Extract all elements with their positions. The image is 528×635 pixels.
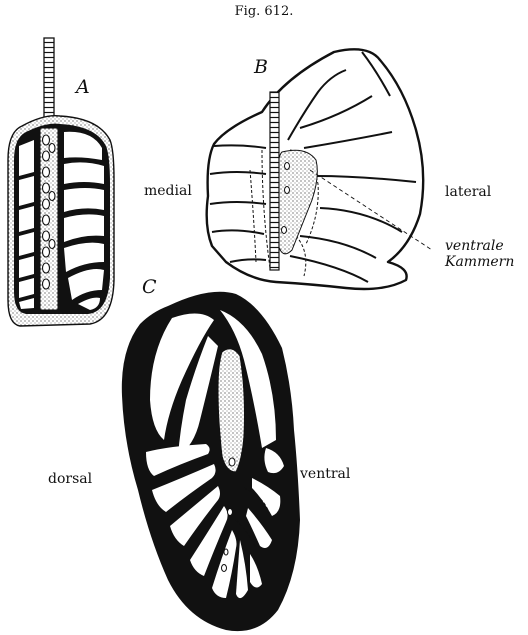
panel-c-letter: C: [142, 276, 157, 298]
panel-b-bronchus: [270, 92, 279, 270]
panel-a-letter: A: [76, 76, 90, 98]
panel-a-bronchus: [44, 38, 54, 126]
panel-b-annotation-line1: ventrale: [445, 238, 504, 254]
panel-b-right-label: lateral: [445, 184, 491, 200]
figure-title: Fig. 612.: [0, 4, 528, 19]
panel-c-left-label: dorsal: [48, 471, 92, 487]
panel-b-letter: B: [254, 56, 268, 78]
panel-b-left-label: medial: [144, 183, 192, 199]
panel-a-drawing: [8, 38, 114, 326]
panel-c-drawing: [122, 292, 300, 631]
panel-c-stippled-bronchus: [218, 349, 245, 472]
panel-c-right-label: ventral: [300, 466, 350, 482]
panel-b-annotation-line2: Kammern: [445, 254, 514, 270]
panel-b-drawing: [207, 49, 432, 289]
